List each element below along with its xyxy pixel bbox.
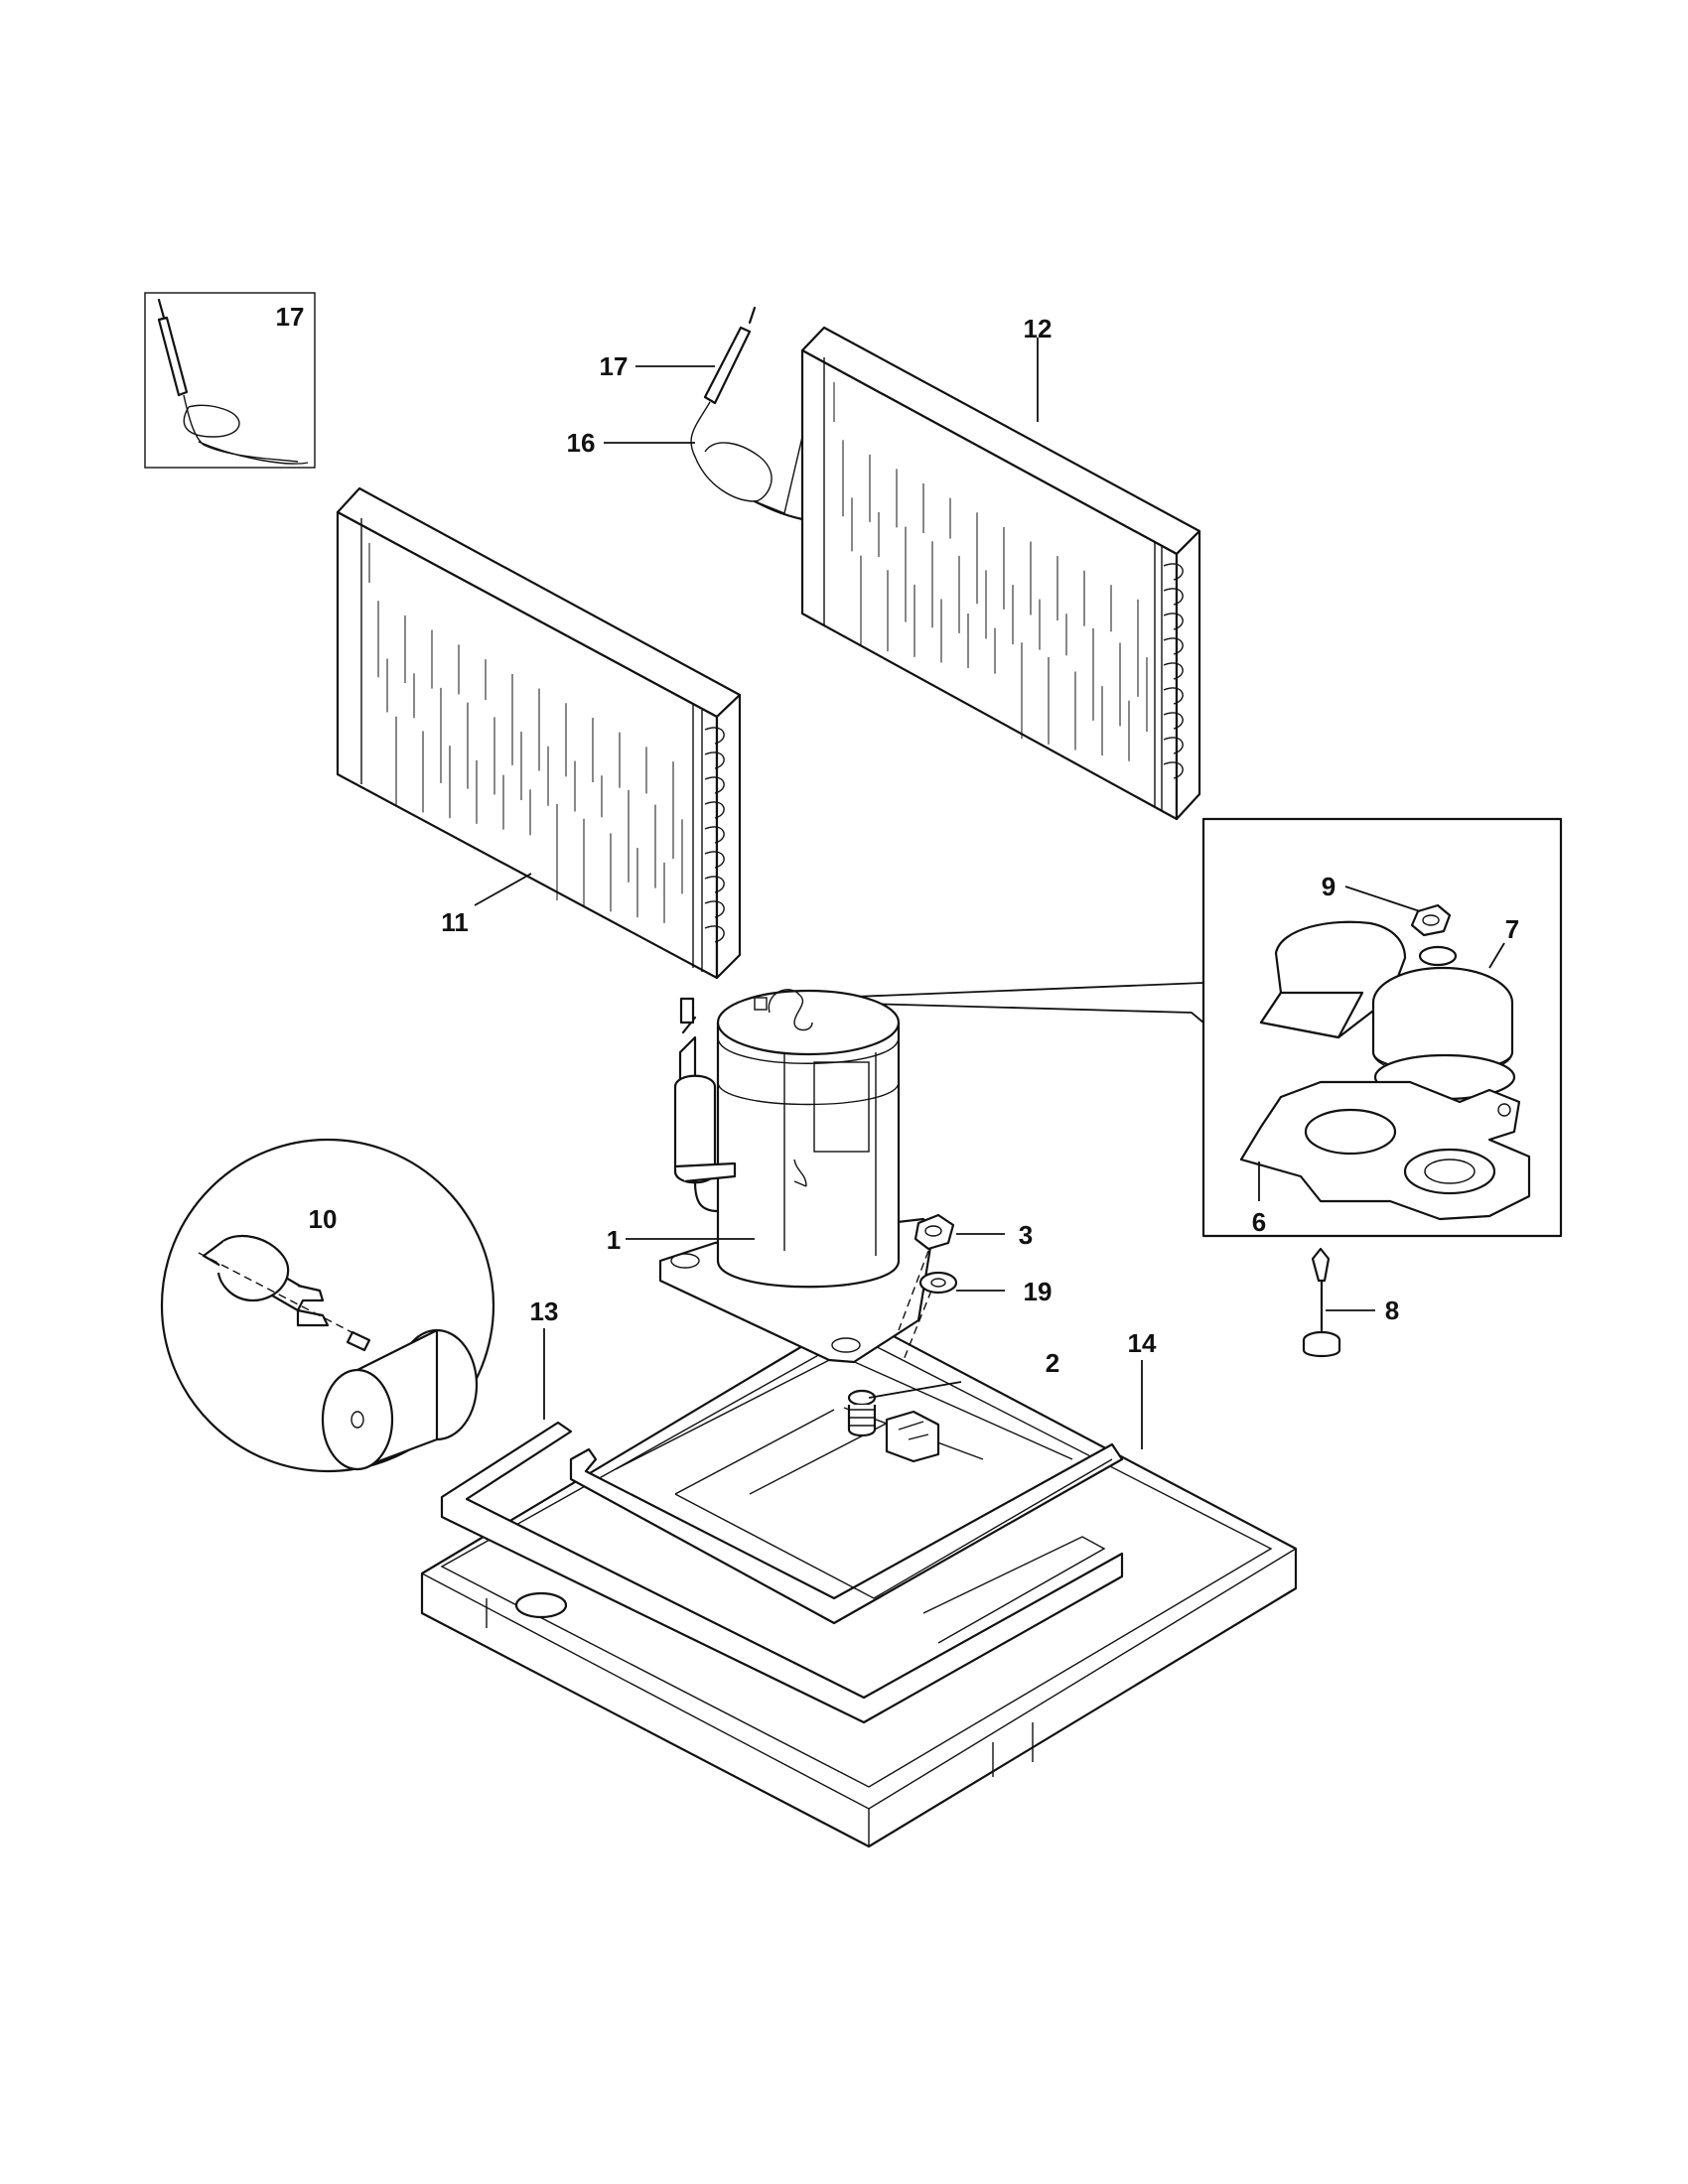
evaporator-coil-icon <box>336 486 742 980</box>
callout-10: 10 <box>309 1204 338 1234</box>
detail-frame <box>1201 817 1563 1238</box>
capacitor-clamp-icon <box>198 1234 371 1352</box>
leader-11 <box>474 873 532 906</box>
terminal-cover-icon <box>1259 920 1516 1101</box>
callout-17: 17 <box>600 351 629 381</box>
callout-7: 7 <box>1505 914 1519 944</box>
coil-fin-hatching <box>368 543 683 923</box>
capacitor-icon <box>321 1328 479 1471</box>
callout-8: 8 <box>1385 1296 1399 1325</box>
base-pan-icon <box>420 1313 1298 1848</box>
terminal-cover-detail: 9 7 6 8 <box>1201 817 1563 1358</box>
nut-icon <box>1410 903 1452 937</box>
coil-fin-hatching <box>833 382 1148 761</box>
leader-detail-bottom <box>828 1002 1204 1024</box>
leader-detail-top <box>828 982 1204 999</box>
leader-7 <box>1488 942 1505 969</box>
detail-circle <box>160 1138 495 1473</box>
washer-icon <box>918 1271 958 1295</box>
grommet-spring-icon <box>847 1389 940 1463</box>
condenser-coil-icon <box>800 326 1201 821</box>
callout-16: 16 <box>567 428 596 458</box>
callout-9: 9 <box>1322 872 1336 901</box>
callout-14: 14 <box>1128 1328 1157 1358</box>
inset-frame <box>144 292 316 469</box>
callout-11: 11 <box>441 907 469 937</box>
callout-13: 13 <box>530 1297 559 1326</box>
compressor-icon <box>658 989 935 1364</box>
capacitor-clamp-detail: 10 <box>160 1138 495 1473</box>
callout-19: 19 <box>1024 1277 1053 1306</box>
callout-17-inset: 17 <box>276 302 305 332</box>
callout-1: 1 <box>607 1225 621 1255</box>
callout-6: 6 <box>1252 1207 1266 1237</box>
callout-3: 3 <box>1019 1220 1033 1250</box>
callout-12: 12 <box>1024 314 1053 343</box>
nut-icon <box>914 1213 955 1251</box>
callout-2: 2 <box>1046 1348 1059 1378</box>
strainer-icon <box>157 298 309 465</box>
strainer-inset: 17 <box>144 292 316 469</box>
capillary-tube-icon <box>690 306 804 521</box>
leader-2 <box>868 1381 962 1399</box>
mount-guide <box>898 1250 932 1361</box>
gasket-icon <box>1239 1080 1531 1221</box>
leader-9 <box>1344 886 1421 912</box>
clip-icon <box>1302 1247 1341 1358</box>
